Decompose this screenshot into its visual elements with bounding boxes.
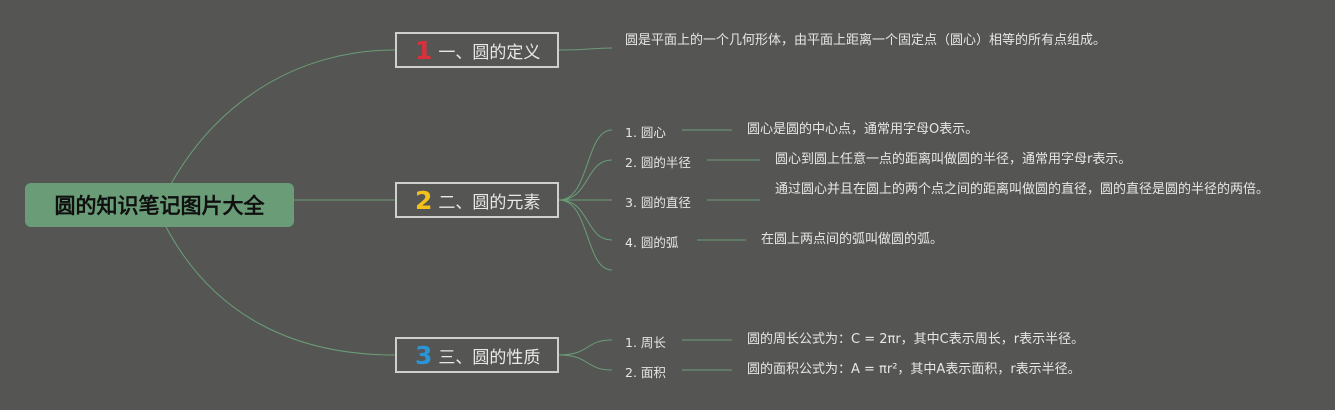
element-item-diameter[interactable]: 3. 圆的直径 xyxy=(625,195,691,210)
root-topic[interactable]: 圆的知识笔记图片大全 xyxy=(25,183,294,227)
branch-elements[interactable]: 2 二、圆的元素 xyxy=(395,182,559,218)
element-item-radius-desc: 圆心到圆上任意一点的距离叫做圆的半径，通常用字母r表示。 xyxy=(775,152,1132,167)
link-b3-item2 xyxy=(558,354,613,371)
branch-label: 三、圆的性质 xyxy=(438,347,541,368)
link-root-branch1 xyxy=(159,49,396,206)
link-b2-item2 xyxy=(558,159,613,201)
element-item-center-desc: 圆心是圆的中心点，通常用字母O表示。 xyxy=(747,122,979,137)
branch-label: 一、圆的定义 xyxy=(438,42,541,63)
element-item-arc-desc: 在圆上两点间的弧叫做圆的弧。 xyxy=(761,232,944,247)
branch-number-3: 3 xyxy=(415,340,433,370)
branch-label: 二、圆的元素 xyxy=(438,192,541,213)
property-item-circumference[interactable]: 1. 周长 xyxy=(625,335,666,350)
link-b2-extra xyxy=(558,199,613,271)
link-b2-item1 xyxy=(558,129,613,201)
branch-number-1: 1 xyxy=(415,35,433,65)
element-item-center[interactable]: 1. 圆心 xyxy=(625,125,666,140)
property-item-area[interactable]: 2. 面积 xyxy=(625,365,666,380)
link-b2-item4 xyxy=(558,199,613,241)
branch-number-2: 2 xyxy=(415,185,433,215)
property-item-area-desc: 圆的面积公式为：A = πr²，其中A表示面积，r表示半径。 xyxy=(747,362,1081,377)
property-item-circumference-desc: 圆的周长公式为：C = 2πr，其中C表示周长，r表示半径。 xyxy=(747,332,1085,347)
branch-definition[interactable]: 1 一、圆的定义 xyxy=(395,32,559,68)
element-item-diameter-desc: 通过圆心并且在圆上的两个点之间的距离叫做圆的直径，圆的直径是圆的半径的两倍。 xyxy=(775,182,1270,197)
definition-desc: 圆是平面上的一个几何形体，由平面上距离一个固定点（圆心）相等的所有点组成。 xyxy=(625,33,1107,48)
branch-properties[interactable]: 3 三、圆的性质 xyxy=(395,337,559,373)
link-root-branch3 xyxy=(159,214,396,356)
element-item-radius[interactable]: 2. 圆的半径 xyxy=(625,155,691,170)
link-b3-item1 xyxy=(558,339,613,356)
root-title: 圆的知识笔记图片大全 xyxy=(54,194,265,218)
link-branch1-desc xyxy=(558,47,613,51)
element-item-arc[interactable]: 4. 圆的弧 xyxy=(625,235,679,250)
